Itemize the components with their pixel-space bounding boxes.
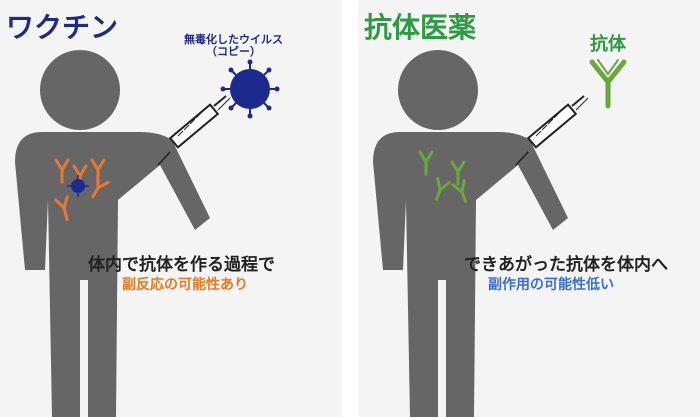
person-figure bbox=[373, 50, 568, 417]
antibody-drug-panel: 抗体医薬 抗体 できあがった抗体を体内へ 副作用の可能性低い bbox=[358, 0, 700, 417]
person-figure bbox=[15, 50, 210, 417]
syringe-icon bbox=[157, 95, 231, 166]
vaccine-caption-sub: 副反応の可能性あり bbox=[122, 277, 248, 293]
green-antibodies bbox=[418, 150, 467, 203]
virus-icon bbox=[220, 59, 280, 119]
antibody-illustration bbox=[373, 50, 627, 417]
vaccine-title: ワクチン bbox=[6, 11, 119, 44]
vaccine-illustration bbox=[15, 50, 280, 417]
virus-label: 無毒化したウイルス （コピー） bbox=[184, 34, 283, 58]
antibody-icon bbox=[589, 59, 627, 109]
antibody-caption-sub: 副作用の可能性低い bbox=[488, 277, 614, 293]
virus-label-sub: （コピー） bbox=[206, 45, 261, 58]
antibody-drug-title: 抗体医薬 bbox=[364, 11, 477, 44]
syringe-icon bbox=[515, 95, 589, 166]
small-virus-icon bbox=[67, 175, 89, 197]
antibody-label: 抗体 bbox=[590, 34, 626, 55]
vaccine-caption-main: 体内で抗体を作る過程で bbox=[88, 255, 275, 275]
virus-label-main: 無毒化したウイルス bbox=[184, 33, 283, 46]
vaccine-panel: ワクチン 無毒化したウイルス （コピー） 体内で抗体を作る過程で 副反応の可能性… bbox=[0, 0, 342, 417]
antibody-caption-main: できあがった抗体を体内へ bbox=[464, 255, 668, 275]
